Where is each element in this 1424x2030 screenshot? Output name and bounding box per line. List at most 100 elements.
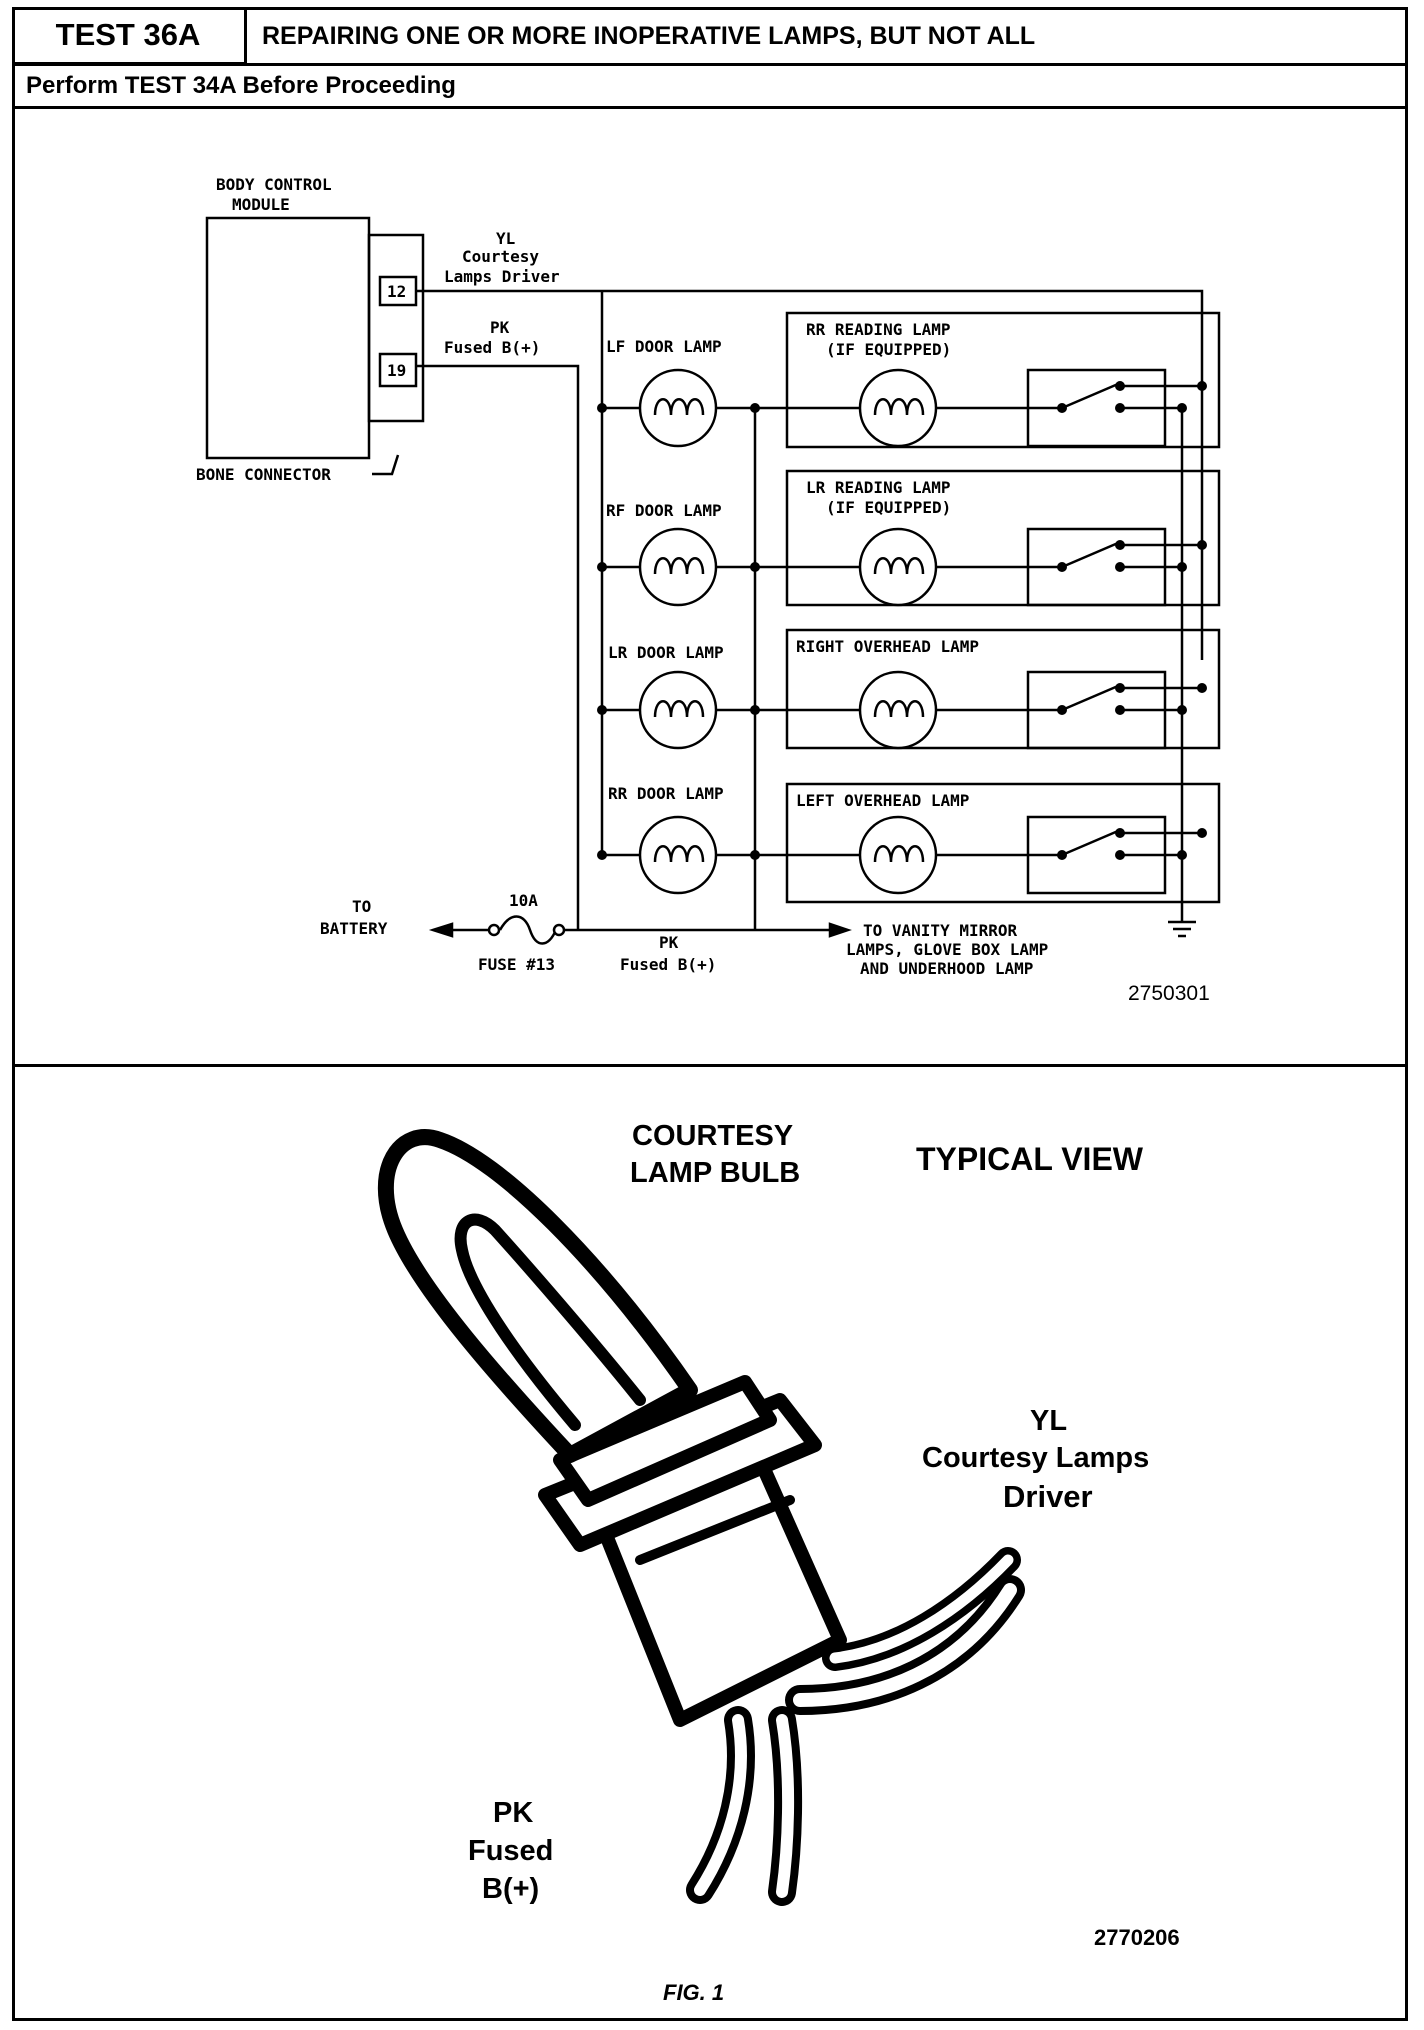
yl-label-1: YL: [1030, 1405, 1067, 1437]
schematic-ref-number: 2750301: [1128, 982, 1210, 1005]
reading-lamp-box-1: [785, 469, 1221, 607]
yl-label-3: Driver: [1003, 1479, 1093, 1514]
fuse-terminal-right: [552, 923, 566, 937]
wire-yl-2: Courtesy: [462, 247, 539, 266]
yl-junction-1: [1197, 540, 1207, 550]
pk-label-1: PK: [493, 1797, 533, 1829]
ground-junction-1: [1177, 562, 1187, 572]
wire-yl-3: Lamps Driver: [444, 267, 560, 286]
reading-lamp-box-2: [785, 628, 1221, 750]
door-junction-left-2: [597, 705, 607, 715]
view-label: TYPICAL VIEW: [916, 1141, 1144, 1177]
section-divider: [12, 1064, 1408, 1067]
pin-19-box: [378, 352, 418, 388]
socket-collar: [553, 1375, 777, 1507]
fuse-rating: 10A: [509, 891, 538, 910]
bulb-filament: [454, 1213, 646, 1431]
door-lamp-bulb-0-filament: [653, 398, 705, 416]
door-junction-right-3: [750, 850, 760, 860]
figure-caption: FIG. 1: [663, 1980, 724, 2005]
vanity-label-2: LAMPS, GLOVE BOX LAMP: [846, 940, 1048, 959]
reading-lamp-bulb-3: [858, 815, 938, 895]
reading-lamp-label-0: RR READING LAMP: [806, 320, 951, 339]
door-junction-right-2: [750, 705, 760, 715]
reading-lamp-bulb-2-filament: [873, 700, 925, 718]
reading-lamp-bulb-0: [858, 368, 938, 448]
connector-pointer: [372, 454, 400, 476]
bottom-pk-1: PK: [659, 933, 679, 952]
reading-lamp-box-0: [785, 311, 1221, 449]
bulb-label-2: LAMP BULB: [630, 1157, 800, 1189]
reading-lamp-sublabel-1: (IF EQUIPPED): [826, 498, 951, 517]
ground-junction-3: [1177, 850, 1187, 860]
yl-junction-0: [1197, 381, 1207, 391]
page-frame: [12, 7, 1408, 2021]
ground-junction-2: [1177, 705, 1187, 715]
bcm-label-1: BODY CONTROL: [216, 175, 332, 194]
switch-blade-0: [1061, 382, 1119, 410]
wire-pk-1: PK: [490, 318, 510, 337]
connector-box: [367, 233, 425, 423]
door-lamp-bulb-2: [638, 670, 718, 750]
reading-lamp-bulb-0-filament: [873, 398, 925, 416]
pin-a: 12: [387, 282, 406, 301]
page-subtitle: Perform TEST 34A Before Proceeding: [26, 72, 456, 99]
door-junction-left-1: [597, 562, 607, 572]
arrow-battery: [428, 922, 454, 938]
door-junction-right-0: [750, 403, 760, 413]
yl-label-2: Courtesy Lamps: [922, 1442, 1149, 1474]
ground-symbol: [1168, 918, 1196, 938]
door-junction-left-3: [597, 850, 607, 860]
connector-label: BONE CONNECTOR: [196, 465, 331, 484]
battery-label-1: TO: [352, 897, 371, 916]
door-lamp-bulb-1: [638, 527, 718, 607]
bottom-pk-2: Fused B(+): [620, 955, 716, 974]
switch-blade-3: [1061, 829, 1119, 857]
bulb-drawing: [377, 1129, 1025, 1906]
door-lamp-label-1: RF DOOR LAMP: [606, 501, 722, 520]
switch-blade-2: [1061, 684, 1119, 712]
vanity-label-1: TO VANITY MIRROR: [863, 921, 1017, 940]
fuse-terminal-left: [487, 923, 501, 937]
yl-junction-3: [1197, 828, 1207, 838]
door-lamp-bulb-3: [638, 815, 718, 895]
door-lamp-label-3: RR DOOR LAMP: [608, 784, 724, 803]
reading-lamp-box-3: [785, 782, 1221, 904]
bcm-label-2: MODULE: [232, 195, 290, 214]
arrow-vanity: [828, 922, 852, 938]
figure-ref-number: 2770206: [1094, 1925, 1180, 1950]
door-lamp-bulb-2-filament: [653, 700, 705, 718]
door-lamp-bulb-0: [638, 368, 718, 448]
switch-blade-1: [1061, 541, 1119, 569]
ground-junction-0: [1177, 403, 1187, 413]
door-junction-left-0: [597, 403, 607, 413]
battery-label-2: BATTERY: [320, 919, 388, 938]
pk-label-2: Fused: [468, 1835, 553, 1867]
fuse-name: FUSE #13: [478, 955, 555, 974]
reading-lamp-bulb-3-filament: [873, 845, 925, 863]
reading-lamp-label-1: LR READING LAMP: [806, 478, 951, 497]
reading-lamp-label-3: LEFT OVERHEAD LAMP: [796, 791, 969, 810]
reading-lamp-label-2: RIGHT OVERHEAD LAMP: [796, 637, 979, 656]
pk-label-3: B(+): [482, 1873, 539, 1905]
door-lamp-label-0: LF DOOR LAMP: [606, 337, 722, 356]
reading-lamp-bulb-1-filament: [873, 557, 925, 575]
reading-lamp-bulb-1: [858, 527, 938, 607]
door-lamp-label-2: LR DOOR LAMP: [608, 643, 724, 662]
reading-lamp-sublabel-0: (IF EQUIPPED): [826, 340, 951, 359]
header-divider: [12, 63, 1408, 66]
pin-b: 19: [387, 361, 406, 380]
bulb-label-1: COURTESY: [632, 1120, 793, 1152]
yl-junction-2: [1197, 683, 1207, 693]
door-lamp-bulb-3-filament: [653, 845, 705, 863]
door-lamp-bulb-1-filament: [653, 557, 705, 575]
wire-yl: [416, 289, 1204, 660]
door-junction-right-1: [750, 562, 760, 572]
wire-pk: [416, 364, 580, 930]
wire-yl-1: YL: [496, 229, 515, 248]
fuse-element: [498, 915, 558, 945]
wire-pk-2: Fused B(+): [444, 338, 540, 357]
subtitle-divider: [12, 106, 1408, 109]
